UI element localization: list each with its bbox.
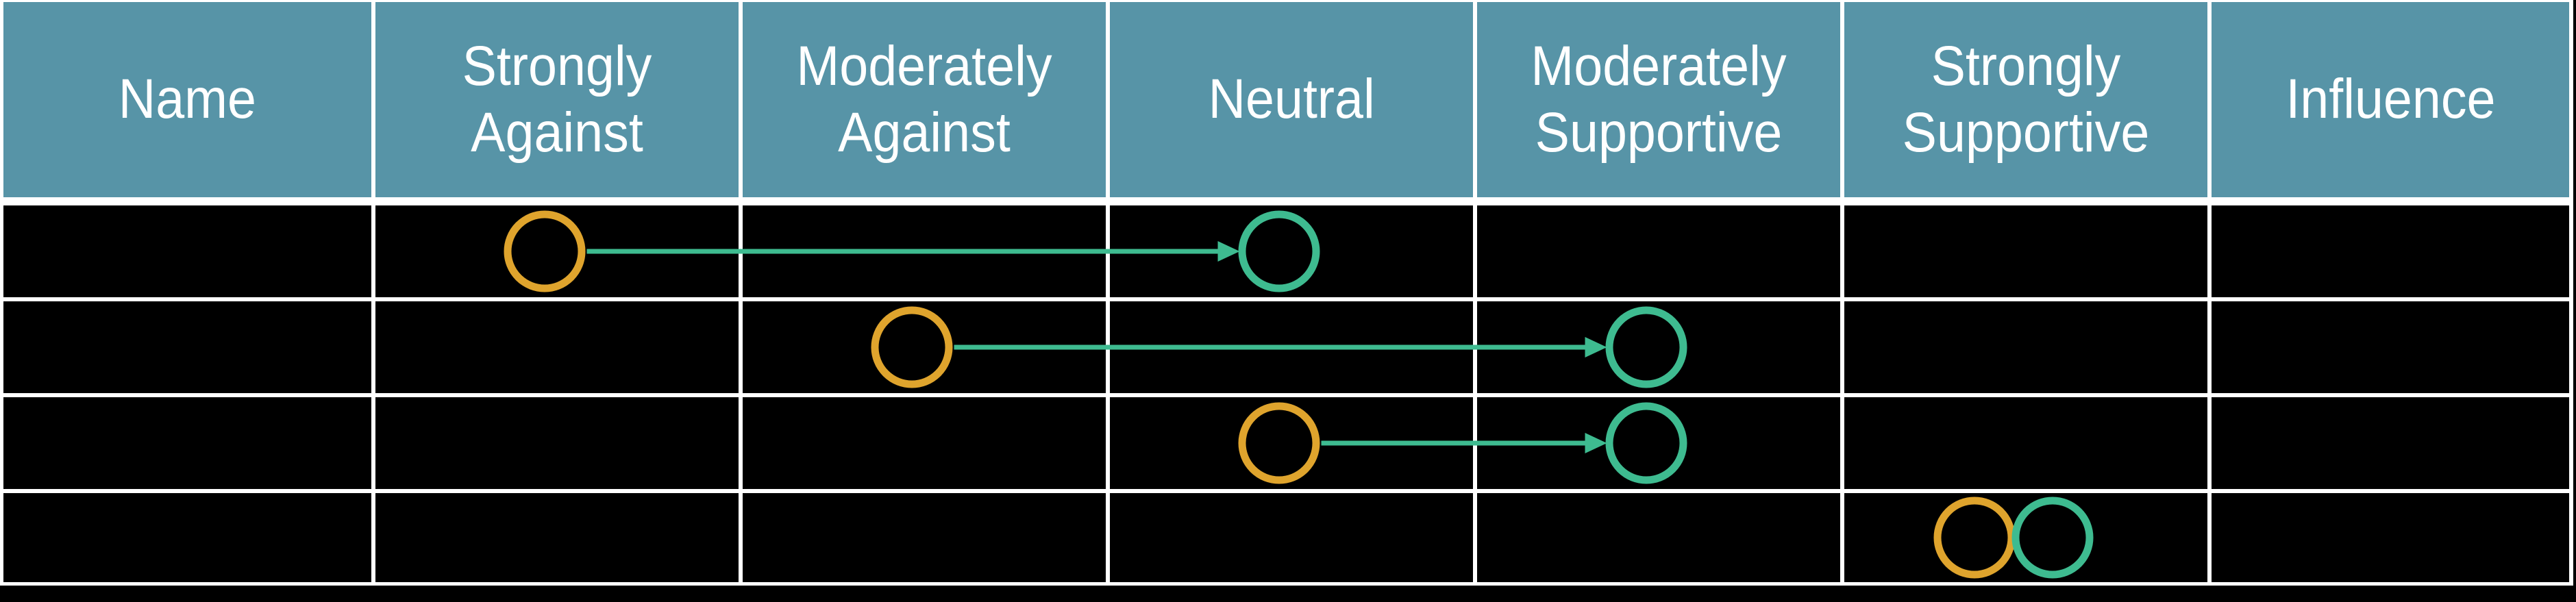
cell-neutral-row2 (1110, 301, 1473, 393)
cell-name-row3 (3, 397, 371, 489)
column-header-label: Name (118, 68, 257, 131)
cell-moderately-against-row4 (743, 493, 1106, 582)
column-header-label: Strongly Supportive (1902, 34, 2150, 164)
cell-strongly-against-row3 (375, 397, 739, 489)
cell-neutral-row3 (1110, 397, 1473, 489)
column-header-strongly-supportive: Strongly Supportive (1844, 2, 2207, 197)
cell-strongly-supportive-row4 (1844, 493, 2207, 582)
column-header-name: Name (3, 2, 371, 197)
column-header-neutral: Neutral (1110, 2, 1473, 197)
column-header-moderately-against: Moderately Against (743, 2, 1106, 197)
cell-strongly-against-row4 (375, 493, 739, 582)
cell-influence-row4 (2212, 493, 2569, 582)
column-header-label: Influence (2285, 68, 2496, 131)
cell-moderately-against-row3 (743, 397, 1106, 489)
cell-moderately-supportive-row3 (1477, 397, 1840, 489)
cell-moderately-against-row1 (743, 205, 1106, 297)
column-header-label: Strongly Against (462, 34, 652, 164)
cell-strongly-supportive-row1 (1844, 205, 2207, 297)
column-header-influence: Influence (2212, 2, 2569, 197)
cell-name-row1 (3, 205, 371, 297)
cell-influence-row2 (2212, 301, 2569, 393)
cell-moderately-supportive-row1 (1477, 205, 1840, 297)
cell-strongly-against-row1 (375, 205, 739, 297)
cell-moderately-supportive-row2 (1477, 301, 1840, 393)
column-header-moderately-supportive: Moderately Supportive (1477, 2, 1840, 197)
cell-name-row2 (3, 301, 371, 393)
column-header-label: Moderately Against (796, 34, 1052, 164)
cell-influence-row3 (2212, 397, 2569, 489)
cell-moderately-against-row2 (743, 301, 1106, 393)
cell-strongly-supportive-row2 (1844, 301, 2207, 393)
cell-strongly-against-row2 (375, 301, 739, 393)
cell-moderately-supportive-row4 (1477, 493, 1840, 582)
cell-influence-row1 (2212, 205, 2569, 297)
cell-neutral-row4 (1110, 493, 1473, 582)
cell-neutral-row1 (1110, 205, 1473, 297)
column-header-label: Neutral (1208, 68, 1375, 131)
column-header-label: Moderately Supportive (1531, 34, 1787, 164)
cell-strongly-supportive-row3 (1844, 397, 2207, 489)
column-header-strongly-against: Strongly Against (375, 2, 739, 197)
cell-name-row4 (3, 493, 371, 582)
